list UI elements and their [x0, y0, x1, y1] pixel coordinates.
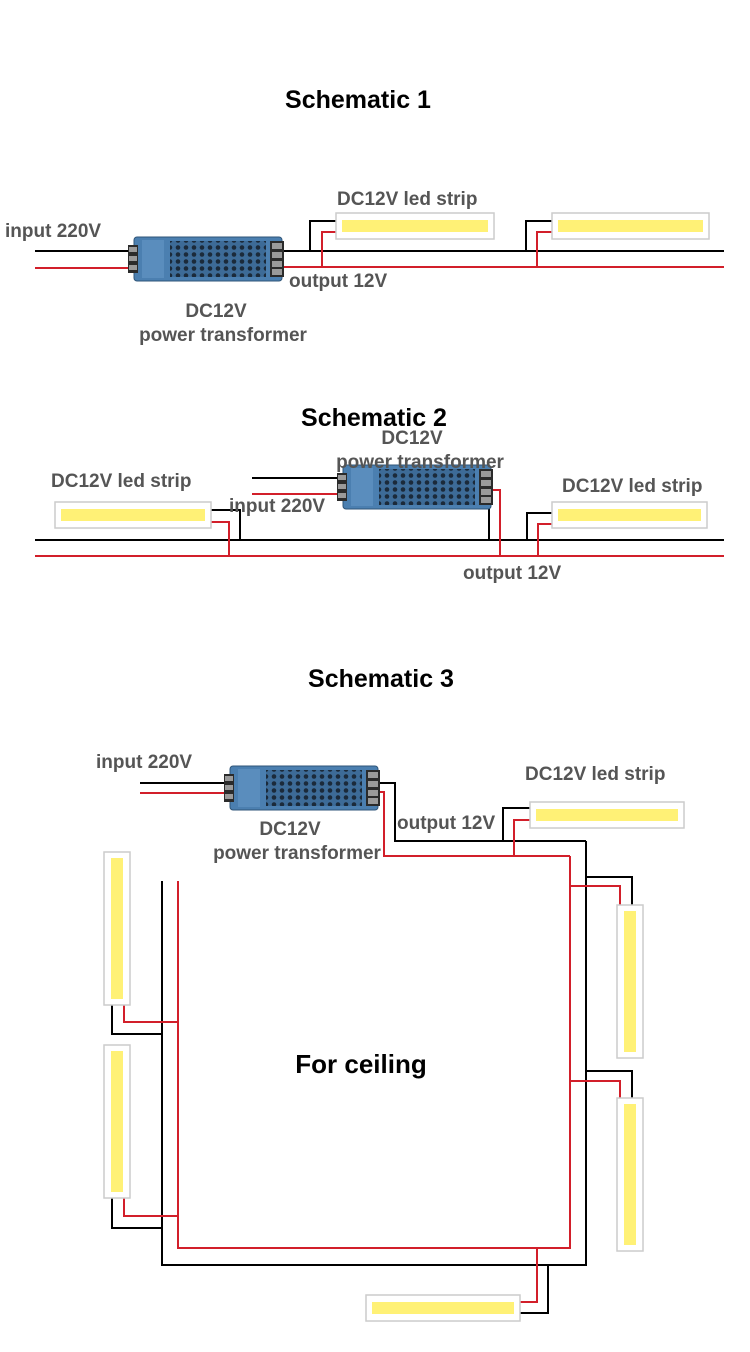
schematic-3-wires	[111, 782, 633, 1314]
schematic-3-led-strip-left-1	[103, 851, 131, 1006]
schematic-2-led-strip-right	[551, 501, 708, 529]
schematic-1-led-strip-1	[335, 212, 495, 240]
schematic-3-input-label: input 220V	[96, 752, 192, 773]
schematic-2-output-label: output 12V	[463, 563, 561, 584]
schematic-1-wires	[35, 220, 724, 269]
schematic-3-transformer-label-line1: DC12V	[259, 819, 321, 840]
schematic-1-transformer-label-line2: power transformer	[139, 325, 307, 346]
schematic-3-title: Schematic 3	[308, 665, 454, 693]
schematic-3-transformer-label-line2: power transformer	[213, 843, 381, 864]
schematic-2-title: Schematic 2	[301, 404, 447, 432]
schematic-1: Schematic 1 input 220V DC12V led strip o…	[5, 86, 724, 346]
schematic-3-led-strip-left-2	[103, 1044, 131, 1199]
schematic-3-center-label: For ceiling	[295, 1049, 426, 1079]
schematic-2-input-label: input 220V	[229, 496, 325, 517]
schematic-2: Schematic 2 DC12V power transformer DC12…	[35, 404, 724, 584]
schematic-2-transformer-label-line2: power transformer	[336, 452, 504, 473]
schematic-3-led-strip-right-1	[616, 904, 644, 1059]
schematic-1-strip-label: DC12V led strip	[337, 189, 477, 210]
schematic-1-input-label: input 220V	[5, 221, 101, 242]
schematic-2-strip-label-left: DC12V led strip	[51, 471, 191, 492]
schematic-3-power-transformer	[223, 765, 381, 811]
schematic-2-wires	[35, 477, 724, 557]
schematic-3-output-label: output 12V	[397, 813, 495, 834]
schematic-3-led-strip-top	[529, 801, 685, 829]
schematic-1-led-strip-2	[551, 212, 710, 240]
schematic-1-transformer-label-line1: DC12V	[185, 301, 247, 322]
schematic-1-title: Schematic 1	[285, 86, 431, 114]
schematic-3: Schematic 3	[96, 665, 685, 1322]
schematic-3-strip-label: DC12V led strip	[525, 764, 665, 785]
schematic-1-output-label: output 12V	[289, 271, 387, 292]
schematic-1-power-transformer	[127, 236, 285, 282]
schematic-2-transformer-label-line1: DC12V	[381, 428, 443, 449]
schematic-2-led-strip-left	[54, 501, 212, 529]
schematic-3-led-strip-right-2	[616, 1097, 644, 1252]
schematic-2-strip-label-right: DC12V led strip	[562, 476, 702, 497]
schematic-3-led-strip-bottom	[365, 1294, 521, 1322]
